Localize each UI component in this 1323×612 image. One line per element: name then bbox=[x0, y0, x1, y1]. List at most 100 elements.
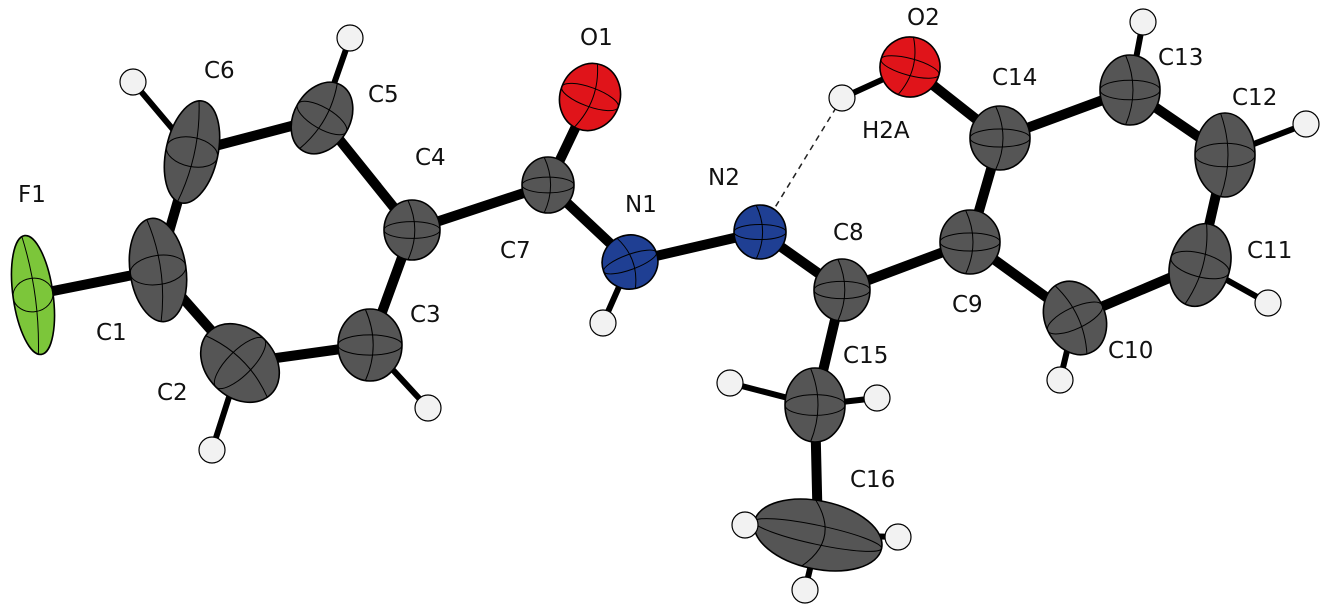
atom-axis-c10 bbox=[1046, 301, 1104, 335]
atom-c8 bbox=[813, 258, 871, 322]
atom-axis-c8 bbox=[813, 280, 871, 300]
label-layer: F1C1C2C3C4C5C6C7O1N1N2C8C9C10C11C12C13C1… bbox=[18, 5, 1292, 493]
atom-o2 bbox=[879, 36, 941, 98]
atom-c12 bbox=[1194, 112, 1256, 198]
atom-axis-c9 bbox=[939, 232, 1001, 252]
atom-c5 bbox=[290, 81, 354, 155]
hydrogen-bond-H2A-N2 bbox=[759, 97, 843, 233]
atom-ellipsoid-c12 bbox=[1194, 112, 1256, 198]
atom-axis-n2 bbox=[733, 223, 787, 241]
atom-label-c3: C3 bbox=[410, 302, 441, 328]
atom-axis2-c4 bbox=[407, 199, 416, 261]
atom-axis2-c12 bbox=[1220, 112, 1229, 198]
atom-ellipsoid-h16a bbox=[731, 511, 759, 539]
atom-h3 bbox=[414, 394, 442, 422]
atom-axis-o2 bbox=[880, 55, 940, 79]
atom-h5 bbox=[336, 24, 364, 52]
atom-h16c bbox=[791, 576, 819, 604]
atom-label-c12: C12 bbox=[1232, 85, 1277, 111]
atom-c3 bbox=[337, 308, 403, 382]
atom-label-f1: F1 bbox=[18, 182, 46, 208]
atom-ellipsoid-c3 bbox=[337, 308, 403, 382]
atom-ellipsoid-h13 bbox=[1129, 8, 1157, 36]
atom-layer bbox=[10, 8, 1320, 604]
atom-h2a bbox=[828, 84, 856, 112]
atom-ellipsoid-o1 bbox=[558, 62, 622, 132]
atom-label-c4: C4 bbox=[415, 145, 446, 171]
atom-h6 bbox=[119, 68, 147, 96]
atom-h1n bbox=[589, 309, 617, 337]
atom-ellipsoid-h2 bbox=[198, 436, 226, 464]
atom-ellipsoid-c16 bbox=[753, 498, 883, 572]
atom-c14 bbox=[969, 105, 1031, 171]
atom-axis2-c5 bbox=[299, 82, 338, 150]
hbond-layer bbox=[759, 97, 843, 233]
atom-ellipsoid-h11 bbox=[1254, 289, 1282, 317]
atom-axis2-c13 bbox=[1125, 54, 1134, 126]
atom-c10 bbox=[1042, 280, 1108, 356]
atom-h15a bbox=[716, 369, 744, 397]
atom-axis-c11 bbox=[1170, 250, 1230, 280]
atom-ellipsoid-c15 bbox=[784, 367, 846, 443]
atom-c4 bbox=[383, 199, 441, 261]
atom-axis-c2 bbox=[213, 336, 267, 390]
atom-label-c11: C11 bbox=[1247, 238, 1292, 264]
atom-axis2-n2 bbox=[755, 204, 764, 260]
atom-c9 bbox=[939, 209, 1001, 275]
atom-axis2-c16 bbox=[801, 499, 826, 567]
atom-h13 bbox=[1129, 8, 1157, 36]
atom-axis2-n1 bbox=[616, 237, 637, 289]
atom-axis2-c14 bbox=[995, 105, 1004, 171]
atom-axis-f1 bbox=[12, 277, 54, 313]
atom-axis-c6 bbox=[165, 136, 219, 168]
atom-axis-c7 bbox=[521, 176, 575, 194]
atom-axis-c5 bbox=[296, 100, 348, 136]
atom-h12 bbox=[1292, 110, 1320, 138]
atom-c15 bbox=[784, 367, 846, 443]
atom-f1 bbox=[10, 234, 56, 356]
atom-h11 bbox=[1254, 289, 1282, 317]
atom-axis-c15 bbox=[784, 394, 846, 416]
atom-h10 bbox=[1046, 366, 1074, 394]
atom-axis-c14 bbox=[969, 128, 1031, 148]
atom-ellipsoid-h3 bbox=[414, 394, 442, 422]
atom-axis-n1 bbox=[603, 249, 657, 275]
atom-h2 bbox=[198, 436, 226, 464]
atom-axis2-c15 bbox=[810, 367, 819, 443]
atom-label-c1: C1 bbox=[96, 320, 127, 346]
atom-ellipsoid-n2 bbox=[733, 204, 787, 260]
atom-ellipsoid-h15a bbox=[716, 369, 744, 397]
atom-h16a bbox=[731, 511, 759, 539]
atom-label-c9: C9 bbox=[952, 292, 983, 318]
atom-h15b bbox=[863, 384, 891, 412]
atom-axis2-c2 bbox=[205, 335, 268, 398]
atom-ellipsoid-h15b bbox=[863, 384, 891, 412]
atom-ellipsoid-c13 bbox=[1099, 54, 1161, 126]
atom-ellipsoid-h6 bbox=[119, 68, 147, 96]
atom-axis-c12 bbox=[1194, 142, 1256, 168]
atom-label-c7: C7 bbox=[500, 238, 531, 264]
atom-label-c6: C6 bbox=[204, 58, 235, 84]
atom-h16b bbox=[884, 523, 912, 551]
atom-axis2-o1 bbox=[573, 63, 599, 128]
atom-label-n2: N2 bbox=[708, 165, 740, 191]
atom-ellipsoid-c14 bbox=[969, 105, 1031, 171]
atom-ellipsoid-c10 bbox=[1042, 280, 1108, 356]
atom-label-c16: C16 bbox=[850, 467, 895, 493]
atom-axis2-c11 bbox=[1184, 223, 1208, 305]
atom-ellipsoid-h10 bbox=[1046, 366, 1074, 394]
atom-axis2-f1 bbox=[21, 235, 40, 355]
atom-label-h2a: H2A bbox=[862, 118, 910, 144]
atom-ellipsoid-c11 bbox=[1168, 222, 1232, 308]
atom-c16 bbox=[753, 498, 883, 572]
atom-axis-c3 bbox=[337, 334, 403, 356]
atom-label-c8: C8 bbox=[833, 220, 864, 246]
atom-axis2-c7 bbox=[543, 156, 552, 214]
atom-axis-c4 bbox=[383, 221, 441, 239]
atom-o1 bbox=[558, 62, 622, 132]
atom-axis2-c1 bbox=[146, 218, 164, 323]
atom-n1 bbox=[601, 234, 659, 290]
atom-label-c2: C2 bbox=[157, 380, 188, 406]
